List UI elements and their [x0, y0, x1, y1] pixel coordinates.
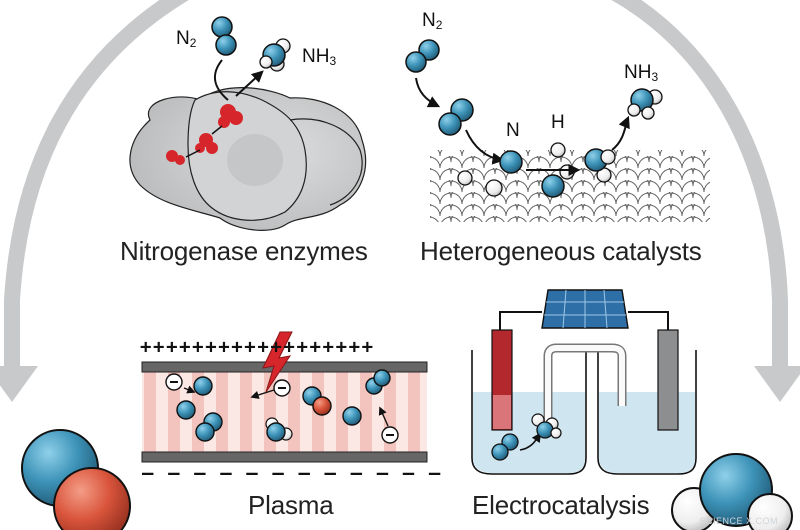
solar-panel-icon: [541, 289, 629, 329]
no-molecule: [302, 386, 332, 416]
dissociation-arrow: [465, 129, 505, 165]
n-atom: [541, 174, 565, 198]
n2-label: N2: [422, 10, 443, 32]
positive-charge-row: ++++++++++++++++++: [140, 336, 375, 358]
h-atom-label: H: [551, 112, 565, 133]
watermark: SCIENCE X.COM: [699, 516, 778, 526]
cycle-arrow-right-icon: [611, 0, 800, 402]
n-atom-label: N: [506, 120, 520, 141]
no-molecule-large: [21, 429, 131, 530]
nh3-molecule: [265, 417, 293, 442]
plasma-bottom-electrode: [141, 451, 428, 463]
h-atom: [550, 142, 566, 158]
n2-molecule: [195, 412, 223, 442]
nh3-label: NH3: [302, 46, 337, 68]
n2-molecule: [365, 369, 391, 395]
nh3-molecule: [531, 413, 562, 439]
electron-icon: [165, 373, 183, 391]
nh3-label: NH3: [624, 62, 659, 84]
anode-beaker: [597, 350, 697, 475]
anode-electrode: [657, 329, 679, 431]
desorption-arrow: [611, 115, 630, 151]
lightning-bolt-icon: [262, 331, 293, 393]
electrocatalysis-caption: Electrocatalysis: [472, 490, 650, 520]
iron-cluster-icon: [218, 104, 243, 128]
electron-icon: [381, 426, 399, 444]
n2-label: N2: [176, 28, 197, 50]
h-atom: [559, 164, 575, 180]
nh2-intermediate: [584, 148, 616, 183]
negative-charge-row: — — — — — — — — — — — —: [142, 462, 442, 484]
iron-cluster-icon: [166, 150, 185, 165]
cathode-beaker: [471, 350, 587, 475]
nh3-molecule-large: [671, 453, 793, 530]
n2-adsorbed-molecule: [438, 98, 474, 136]
enzyme-uptake-arrow: [213, 59, 229, 101]
enzyme-release-arrow: [235, 70, 264, 97]
n-atom: [342, 406, 362, 426]
n2-molecule: [211, 16, 237, 56]
n-atom: [499, 150, 523, 174]
h-atom: [457, 170, 473, 186]
catalyst-surface: [430, 150, 710, 222]
nitrogenase-enzyme-illustration: [129, 87, 367, 231]
plasma-caption: Plasma: [248, 490, 334, 520]
nitrogenase-caption: Nitrogenase enzymes: [120, 236, 368, 266]
n2-molecule: [491, 433, 519, 461]
heterogeneous-caption: Heterogeneous catalysts: [420, 236, 702, 266]
n-atom: [176, 400, 196, 420]
adsorption-arrow: [415, 77, 441, 108]
cycle-arrow-left-icon: [0, 0, 190, 402]
n-atom: [193, 376, 213, 396]
electron-icon: [273, 379, 291, 397]
circuit-wire: [499, 311, 669, 332]
nh3-molecule: [259, 38, 291, 72]
nh3-molecule: [627, 88, 663, 120]
h-atom: [485, 179, 503, 197]
n2-molecule: [405, 39, 440, 73]
